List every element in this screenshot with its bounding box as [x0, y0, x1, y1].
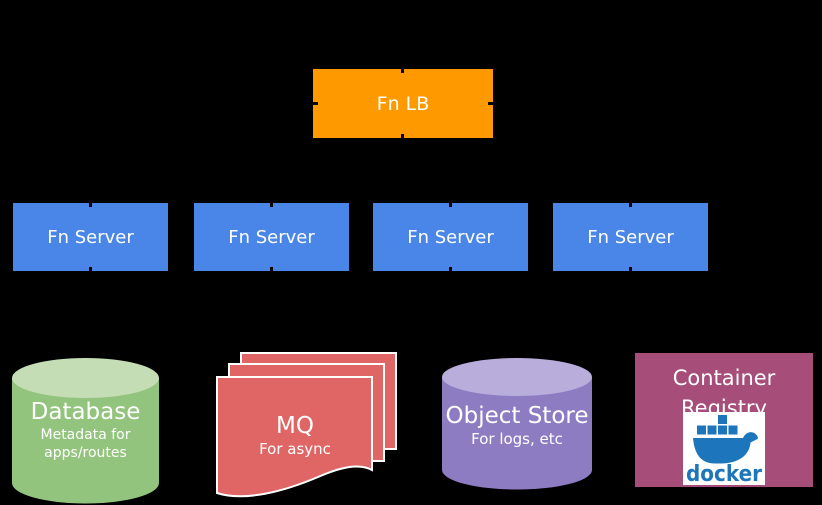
database-subtitle-line1: Metadata for	[40, 427, 131, 443]
connector-stub	[629, 203, 632, 207]
connector-stub	[270, 267, 273, 271]
mq-sheet-front	[216, 376, 373, 498]
fn-server-label: Fn Server	[47, 226, 134, 248]
fn-server-label: Fn Server	[228, 226, 315, 248]
docker-logo: docker	[683, 412, 765, 487]
mq-title: MQ	[276, 413, 314, 439]
connector-stub	[313, 102, 318, 105]
fn-server-label: Fn Server	[587, 226, 674, 248]
fn-server-label: Fn Server	[407, 226, 494, 248]
database-title: Database	[30, 399, 141, 425]
database-cylinder	[12, 358, 159, 504]
fn-server-box-4: Fn Server	[553, 203, 708, 271]
docker-whale-icon: docker	[686, 415, 762, 487]
mq-stack	[216, 352, 397, 498]
object-store-subtitle: For logs, etc	[471, 430, 563, 448]
connector-stub	[89, 267, 92, 271]
connector-stub	[449, 267, 452, 271]
object-store-cylinder	[442, 358, 592, 490]
connector-stub	[629, 267, 632, 271]
connector-stub	[401, 69, 404, 73]
connector-stub	[270, 203, 273, 207]
database-subtitle-line2: apps/routes	[44, 445, 127, 461]
database-label: Database Metadata for apps/routes	[12, 398, 159, 462]
connector-stub	[488, 102, 493, 105]
object-store-title: Object Store	[445, 403, 589, 429]
container-registry-title-line1: Container	[672, 366, 776, 390]
connector-stub	[89, 203, 92, 207]
mq-subtitle: For async	[259, 440, 331, 458]
fn-server-box-1: Fn Server	[13, 203, 168, 271]
docker-wordmark: docker	[686, 462, 762, 485]
fn-lb-box: Fn LB	[313, 69, 493, 138]
fn-server-box-2: Fn Server	[194, 203, 349, 271]
fn-server-box-3: Fn Server	[373, 203, 528, 271]
fn-lb-label: Fn LB	[376, 92, 430, 115]
connector-stub	[449, 203, 452, 207]
container-registry-box: Container Registry docker	[635, 353, 813, 487]
connector-stub	[401, 134, 404, 138]
mq-label: MQ For async	[217, 412, 373, 459]
object-store-label: Object Store For logs, etc	[442, 402, 592, 449]
